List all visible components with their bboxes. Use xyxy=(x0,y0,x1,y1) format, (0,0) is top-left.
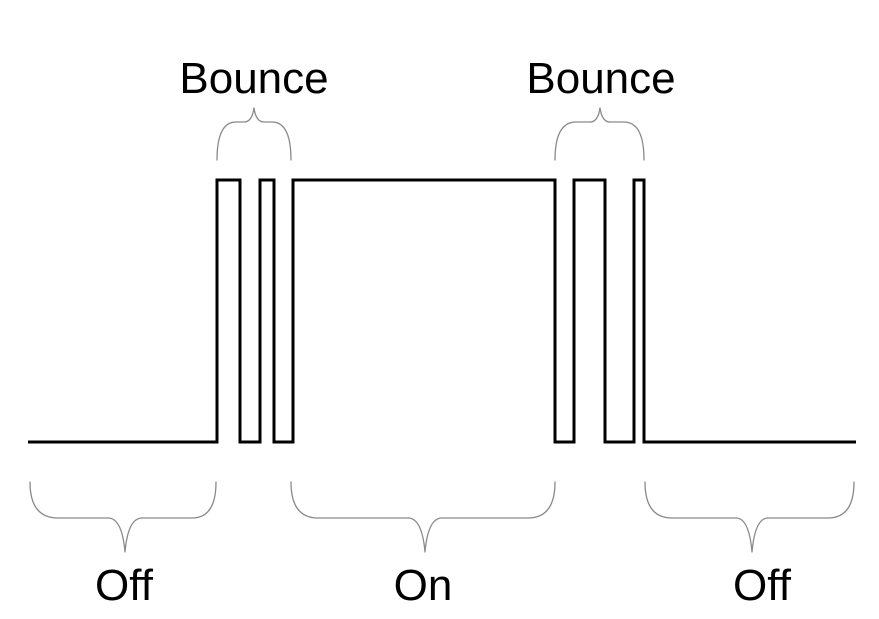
bounce-label-left: Bounce xyxy=(179,54,328,103)
bounce-brace-right xyxy=(554,107,645,161)
on-label: On xyxy=(394,561,453,610)
off-label-right: Off xyxy=(733,561,792,610)
off-brace-left xyxy=(29,481,217,553)
bounce-label-right: Bounce xyxy=(526,54,675,103)
signal-waveform xyxy=(28,178,856,444)
off-brace-right xyxy=(644,481,855,553)
bounce-brace-left xyxy=(216,107,292,161)
on-brace xyxy=(290,481,556,553)
off-label-left: Off xyxy=(95,561,154,610)
